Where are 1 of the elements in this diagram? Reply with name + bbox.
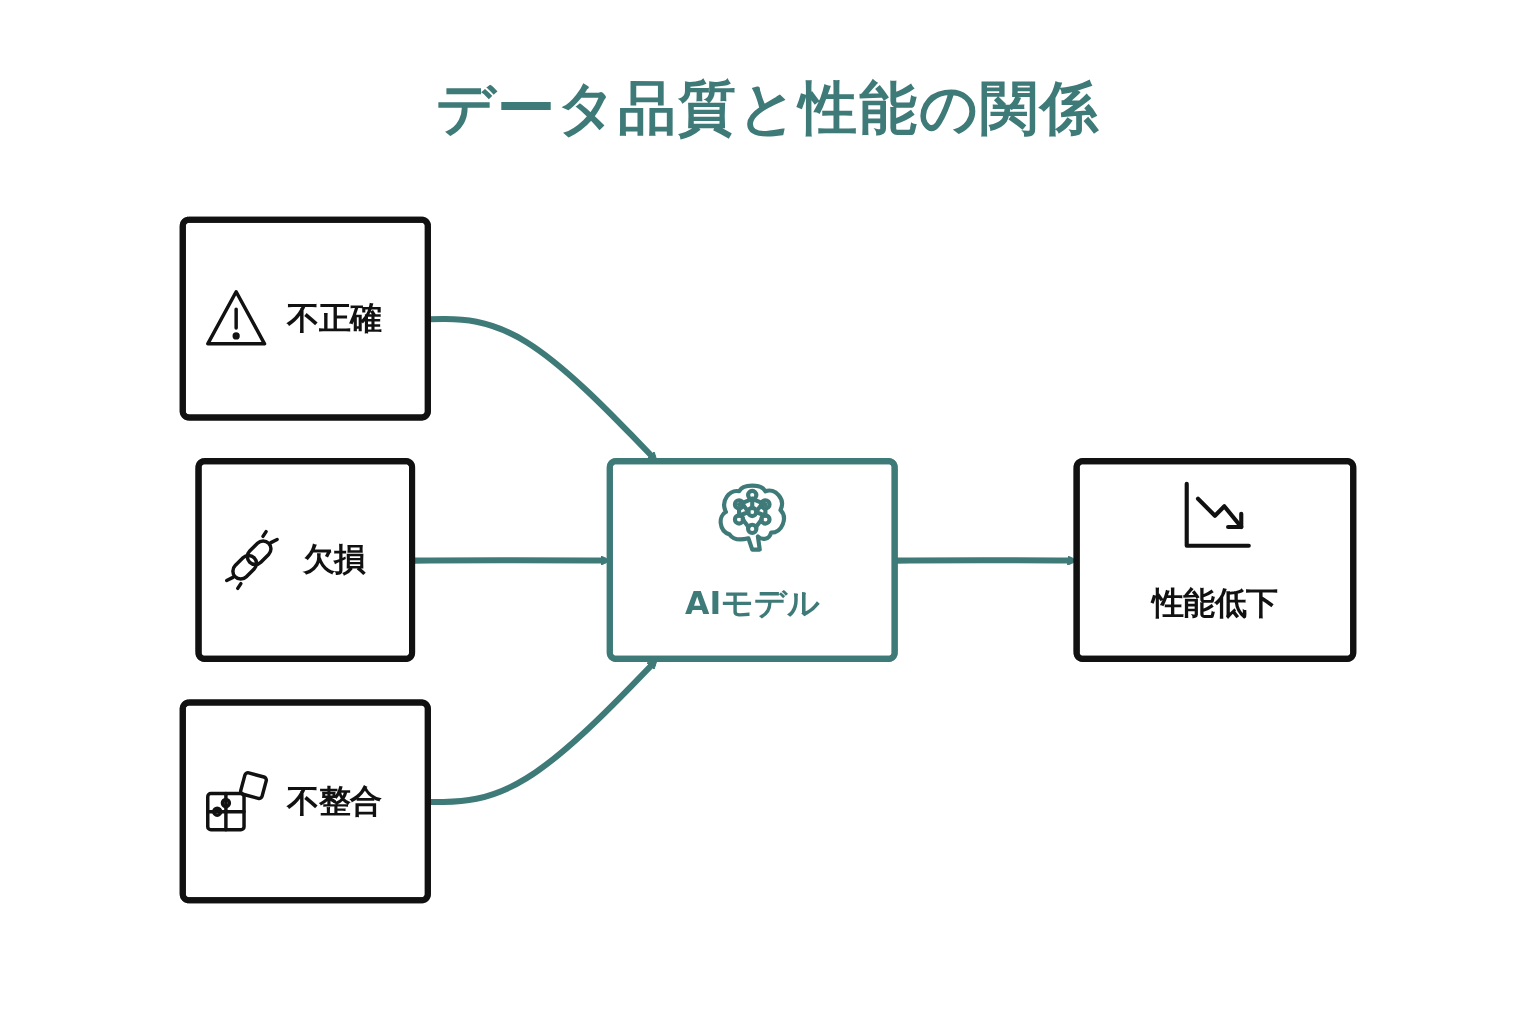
diagram-title: データ品質と性能の関係: [436, 74, 1100, 142]
